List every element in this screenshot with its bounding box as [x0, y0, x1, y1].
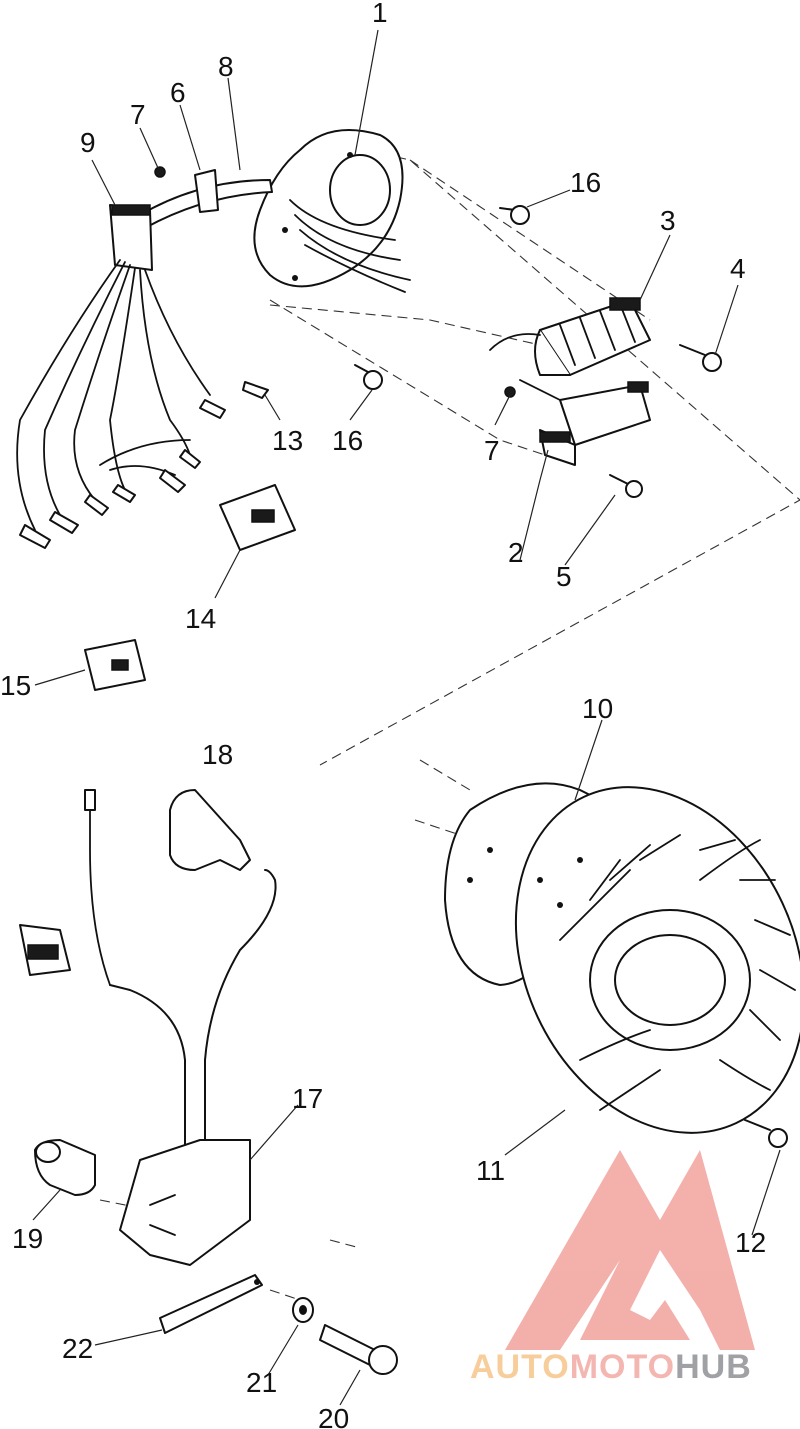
small-screw — [154, 166, 166, 178]
screw-16-lower — [354, 364, 383, 390]
callout-19: 19 — [12, 1223, 43, 1254]
watermark-hub: HUB — [675, 1348, 752, 1386]
callout-16-lower: 16 — [332, 425, 363, 456]
ignition-coil — [19, 789, 277, 1266]
leader-lines — [32, 29, 781, 1406]
bolt-20 — [319, 1324, 398, 1375]
watermark-triangle-logo — [505, 1150, 755, 1350]
watermark-moto: MOTO — [570, 1348, 675, 1386]
connector-15 — [84, 639, 146, 691]
terminal-13 — [242, 381, 269, 399]
callout-labels: 1 2 3 4 5 6 7 7 8 9 10 11 12 13 14 15 16… — [0, 0, 766, 1429]
callout-1: 1 — [372, 0, 388, 28]
callout-6: 6 — [170, 77, 186, 108]
washer-21 — [292, 1297, 314, 1323]
stator-plate — [253, 129, 411, 293]
wire-harness — [16, 166, 273, 549]
callout-20: 20 — [318, 1403, 349, 1429]
callout-13: 13 — [272, 425, 303, 456]
callout-7-upper: 7 — [130, 99, 146, 130]
screw-5 — [609, 474, 643, 498]
spark-plug-cap — [169, 789, 251, 871]
callout-10: 10 — [582, 693, 613, 724]
lighting-coil — [489, 297, 651, 376]
callout-17: 17 — [292, 1083, 323, 1114]
automotohub-watermark: AUTOMOTOHUB — [470, 1150, 755, 1386]
flywheel — [444, 782, 800, 1134]
callout-22: 22 — [62, 1333, 93, 1364]
screw-16-upper — [499, 205, 530, 225]
svg-text:AUTOMOTOHUB: AUTOMOTOHUB — [470, 1348, 752, 1386]
watermark-auto: AUTO — [470, 1348, 570, 1386]
screw-7 — [504, 386, 516, 398]
callout-12: 12 — [735, 1227, 766, 1258]
rubber-cap-19 — [34, 1139, 96, 1196]
callout-8: 8 — [218, 51, 234, 82]
callout-11: 11 — [476, 1155, 505, 1186]
callout-2: 2 — [508, 537, 524, 568]
connector-14 — [219, 484, 296, 551]
callout-9: 9 — [80, 127, 96, 158]
callout-21: 21 — [246, 1367, 277, 1398]
callout-16-upper: 16 — [570, 167, 601, 198]
harness-clamp — [194, 169, 219, 213]
exciter-coil — [519, 379, 651, 466]
callout-5: 5 — [556, 561, 572, 592]
callout-3: 3 — [660, 205, 676, 236]
callout-18: 18 — [202, 739, 233, 770]
callout-4: 4 — [730, 253, 746, 284]
callout-7-lower: 7 — [484, 435, 500, 466]
callout-14: 14 — [185, 603, 216, 634]
screw-4 — [679, 344, 722, 372]
bolt-12 — [744, 1119, 788, 1148]
callout-15: 15 — [0, 670, 31, 701]
ground-strap-22 — [159, 1274, 263, 1334]
